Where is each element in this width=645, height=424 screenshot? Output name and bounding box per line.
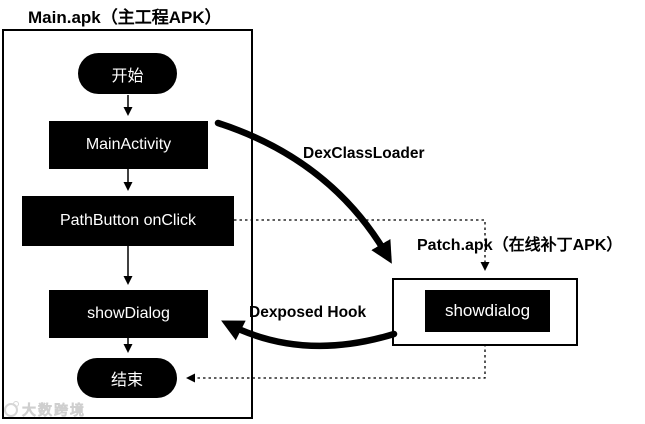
watermark-text: 大数跨境	[22, 402, 86, 419]
main-apk-title: Main.apk（主工程APK）	[28, 8, 222, 27]
watermark: 大数跨境	[4, 400, 86, 420]
node-patch-showdialog: showdialog	[425, 290, 550, 332]
label-dexposed-hook: Dexposed Hook	[249, 304, 367, 321]
label-dexclassloader: DexClassLoader	[303, 145, 425, 162]
node-showdialog: showDialog	[49, 290, 208, 338]
node-start: 开始	[78, 53, 177, 94]
node-end: 结束	[77, 358, 177, 398]
node-mainactivity: MainActivity	[49, 121, 208, 169]
watermark-logo-icon	[4, 401, 19, 417]
patch-apk-title: Patch.apk（在线补丁APK）	[417, 237, 623, 254]
node-pathbutton-onclick: PathButton onClick	[22, 196, 234, 246]
